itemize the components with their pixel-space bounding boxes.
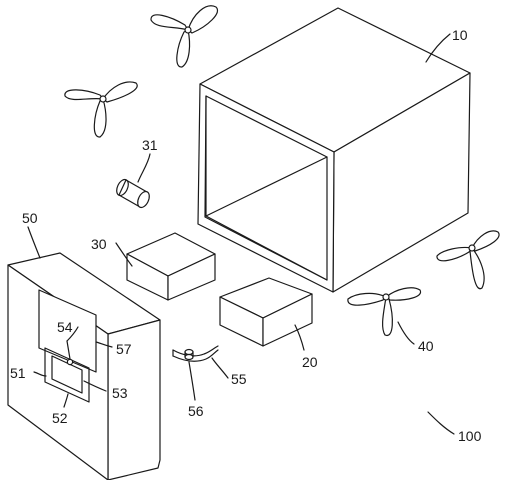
propeller-bottom (347, 287, 422, 336)
housing-box (197, 7, 471, 293)
ref-window-bottom-edge: 52 (52, 410, 68, 426)
propeller-right (436, 230, 500, 290)
large-module-box (219, 277, 313, 347)
ref-large-module: 20 (302, 354, 318, 370)
small-module-box (126, 232, 216, 301)
ref-clip-pin: 56 (188, 403, 204, 419)
ref-cylinder: 31 (142, 137, 158, 153)
reference-numerals: 10 31 50 30 20 40 54 57 51 52 53 55 56 1… (10, 27, 482, 444)
ref-display-screen: 57 (116, 341, 132, 357)
propeller-mid-left (64, 81, 138, 138)
lower-window (44, 347, 90, 403)
ref-small-module: 30 (91, 236, 107, 252)
ref-window-right-edge: 53 (112, 385, 128, 401)
ref-lower-window: 51 (10, 365, 26, 381)
propeller-top-left (150, 5, 218, 68)
clip-part (172, 345, 219, 362)
ref-assembly: 100 (458, 428, 482, 444)
cylinder-part (116, 178, 150, 209)
ref-connector-pin: 54 (57, 319, 73, 335)
ref-clip: 55 (231, 371, 247, 387)
ref-propeller: 40 (418, 338, 434, 354)
leader-lines (27, 33, 455, 435)
ref-panel: 50 (22, 210, 38, 226)
panel-plate (7, 252, 161, 480)
ref-housing: 10 (452, 27, 468, 43)
connector-pin-54 (66, 340, 74, 366)
